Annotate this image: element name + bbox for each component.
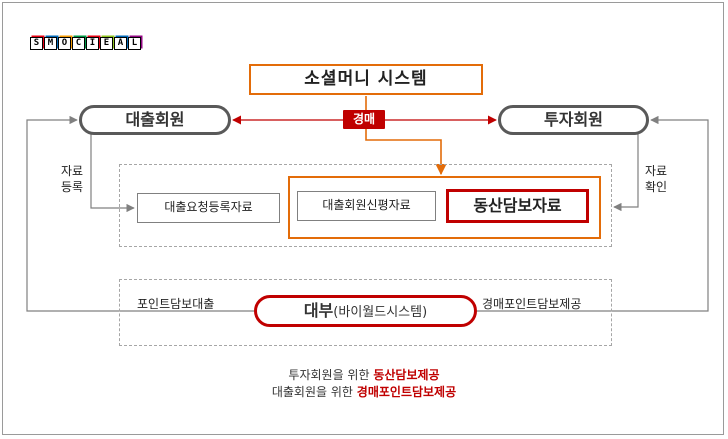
logo-cube: A bbox=[114, 37, 127, 50]
note-line: 등록 bbox=[61, 180, 84, 194]
footer-line-2: 대출회원을 위한 경매포인트담보제공 bbox=[0, 384, 728, 401]
diagram-frame bbox=[2, 2, 724, 435]
note-line: 확인 bbox=[645, 180, 668, 194]
note-line: 자료 bbox=[61, 164, 84, 178]
lending-main-label: 대부 bbox=[303, 301, 334, 320]
lending-sub-label: (바이월드시스템) bbox=[333, 305, 428, 320]
footer-prefix: 투자회원을 위한 bbox=[288, 368, 370, 382]
loan-request-data-box: 대출요청등록자료 bbox=[137, 193, 280, 223]
logo-cube: M bbox=[44, 37, 57, 50]
social-money-system-box: 소셜머니 시스템 bbox=[249, 64, 483, 95]
loan-member-node: 대출회원 bbox=[79, 105, 231, 135]
point-loan-label: 포인트담보대출 bbox=[137, 297, 215, 311]
point-loan-loop bbox=[26, 115, 254, 312]
logo-cube: S bbox=[30, 37, 43, 50]
auction-point-loop bbox=[477, 115, 709, 312]
logo-cube: I bbox=[86, 37, 99, 50]
invest-member-node: 투자회원 bbox=[498, 105, 649, 135]
logo-cube: O bbox=[58, 37, 71, 50]
logo-cube: C bbox=[72, 37, 85, 50]
check-data-arrow bbox=[613, 134, 639, 212]
social-logo: S M O C I E A L bbox=[30, 37, 141, 50]
auction-badge: 경매 bbox=[343, 110, 385, 129]
collateral-group-box bbox=[288, 176, 601, 239]
data-check-note: 자료 확인 bbox=[645, 163, 667, 195]
data-group-dashed bbox=[119, 164, 612, 247]
footer-highlight: 동산담보제공 bbox=[373, 368, 440, 382]
auction-point-label: 경매포인트담보제공 bbox=[482, 297, 582, 311]
footer-prefix: 대출회원을 위한 bbox=[271, 385, 353, 399]
movable-collateral-box: 동산담보자료 bbox=[446, 189, 589, 223]
footer-line-1: 투자회원을 위한 동산담보제공 bbox=[0, 367, 728, 384]
note-line: 자료 bbox=[645, 164, 668, 178]
logo-cube: L bbox=[128, 37, 141, 50]
lending-group-dashed bbox=[119, 279, 612, 346]
data-register-note: 자료 등록 bbox=[61, 163, 83, 195]
logo-cube: E bbox=[100, 37, 113, 50]
footer-highlight: 경매포인트담보제공 bbox=[356, 385, 457, 399]
system-to-data-arrow bbox=[365, 96, 447, 176]
lending-node: 대부(바이월드시스템) bbox=[254, 295, 477, 327]
loan-credit-data-box: 대출회원신평자료 bbox=[297, 191, 436, 221]
